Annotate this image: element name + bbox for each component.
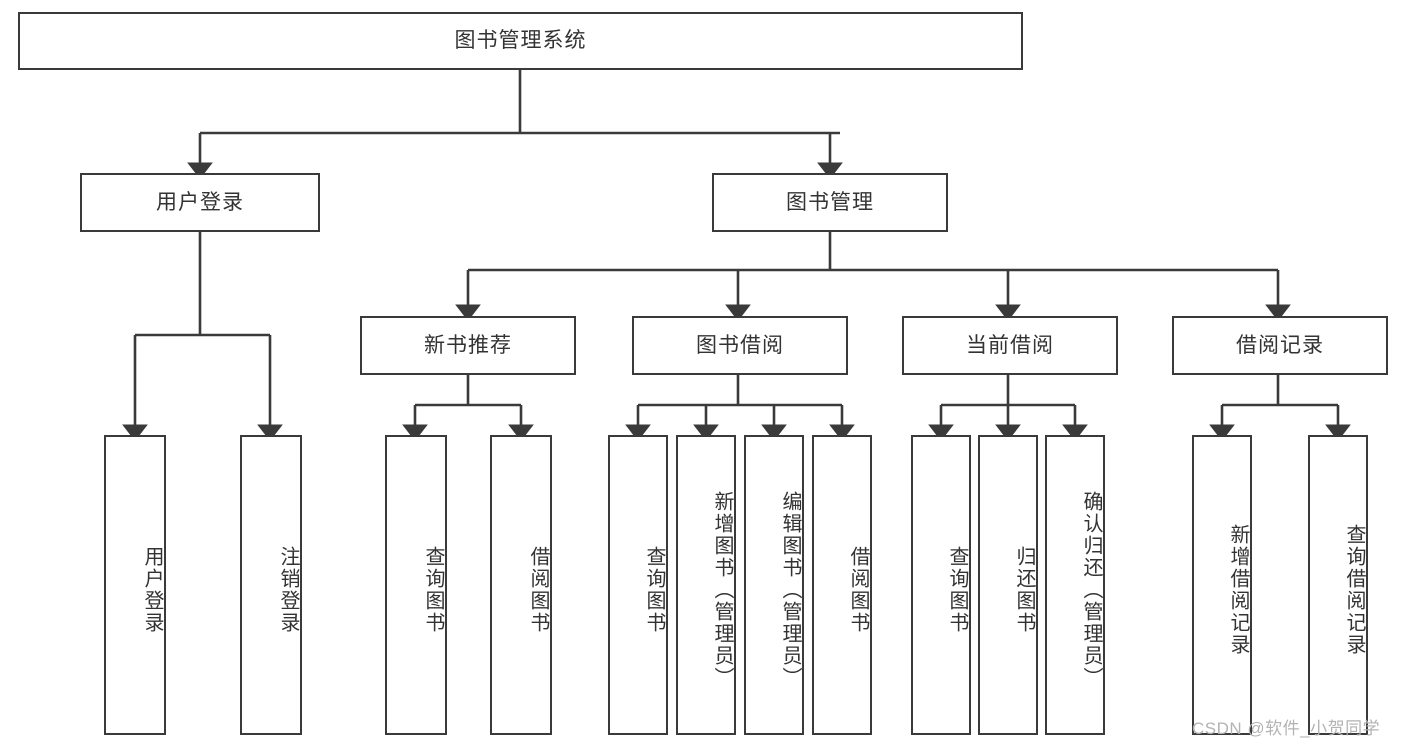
node-book-management-label: 图书管理 (786, 190, 874, 214)
leaf-logout-login-label: 注销登录 (277, 546, 299, 634)
leaf-query-book-3[interactable]: 查询图书 (911, 435, 971, 735)
leaf-query-book-2[interactable]: 查询图书 (608, 435, 668, 735)
node-book-borrow[interactable]: 图书借阅 (632, 316, 848, 375)
leaf-add-book[interactable]: 新增图书（管理员） (676, 435, 736, 735)
leaf-query-book-1[interactable]: 查询图书 (385, 435, 447, 735)
leaf-user-login[interactable]: 用户登录 (104, 435, 166, 735)
node-user-login[interactable]: 用户登录 (80, 173, 320, 232)
csdn-watermark: CSDN @软件_小贺同学 (1192, 719, 1381, 738)
leaf-query-borrow-record[interactable]: 查询借阅记录 (1308, 435, 1368, 735)
node-book-management[interactable]: 图书管理 (712, 173, 948, 232)
node-root[interactable]: 图书管理系统 (18, 12, 1023, 70)
leaf-logout-login[interactable]: 注销登录 (240, 435, 302, 735)
leaf-user-login-label: 用户登录 (141, 546, 163, 634)
leaf-edit-book[interactable]: 编辑图书（管理员） (744, 435, 804, 735)
node-new-book-recommend[interactable]: 新书推荐 (360, 316, 576, 375)
leaf-borrow-book-1[interactable]: 借阅图书 (490, 435, 552, 735)
node-book-borrow-label: 图书借阅 (696, 333, 784, 357)
leaf-return-book-label: 归还图书 (1013, 546, 1035, 634)
node-user-login-label: 用户登录 (156, 190, 244, 214)
leaf-borrow-book-2-label: 借阅图书 (847, 546, 869, 634)
node-borrow-record[interactable]: 借阅记录 (1172, 316, 1388, 375)
leaf-add-borrow-record-label: 新增借阅记录 (1227, 524, 1249, 656)
node-current-borrow-label: 当前借阅 (966, 333, 1054, 357)
leaf-query-borrow-record-label: 查询借阅记录 (1343, 524, 1365, 656)
leaf-query-book-2-label: 查询图书 (643, 546, 665, 634)
leaf-query-book-3-label: 查询图书 (946, 546, 968, 634)
node-current-borrow[interactable]: 当前借阅 (902, 316, 1118, 375)
node-borrow-record-label: 借阅记录 (1236, 333, 1324, 357)
leaf-borrow-book-2[interactable]: 借阅图书 (812, 435, 872, 735)
leaf-return-book[interactable]: 归还图书 (978, 435, 1038, 735)
leaf-confirm-return[interactable]: 确认归还（管理员） (1045, 435, 1105, 735)
leaf-borrow-book-1-label: 借阅图书 (527, 546, 549, 634)
leaf-add-borrow-record[interactable]: 新增借阅记录 (1192, 435, 1252, 735)
leaf-add-book-label: 新增图书（管理员） (711, 491, 733, 689)
node-root-label: 图书管理系统 (454, 29, 587, 53)
leaf-query-book-1-label: 查询图书 (422, 546, 444, 634)
leaf-edit-book-label: 编辑图书（管理员） (779, 491, 801, 689)
node-new-book-recommend-label: 新书推荐 (424, 333, 512, 357)
leaf-confirm-return-label: 确认归还（管理员） (1080, 491, 1102, 689)
